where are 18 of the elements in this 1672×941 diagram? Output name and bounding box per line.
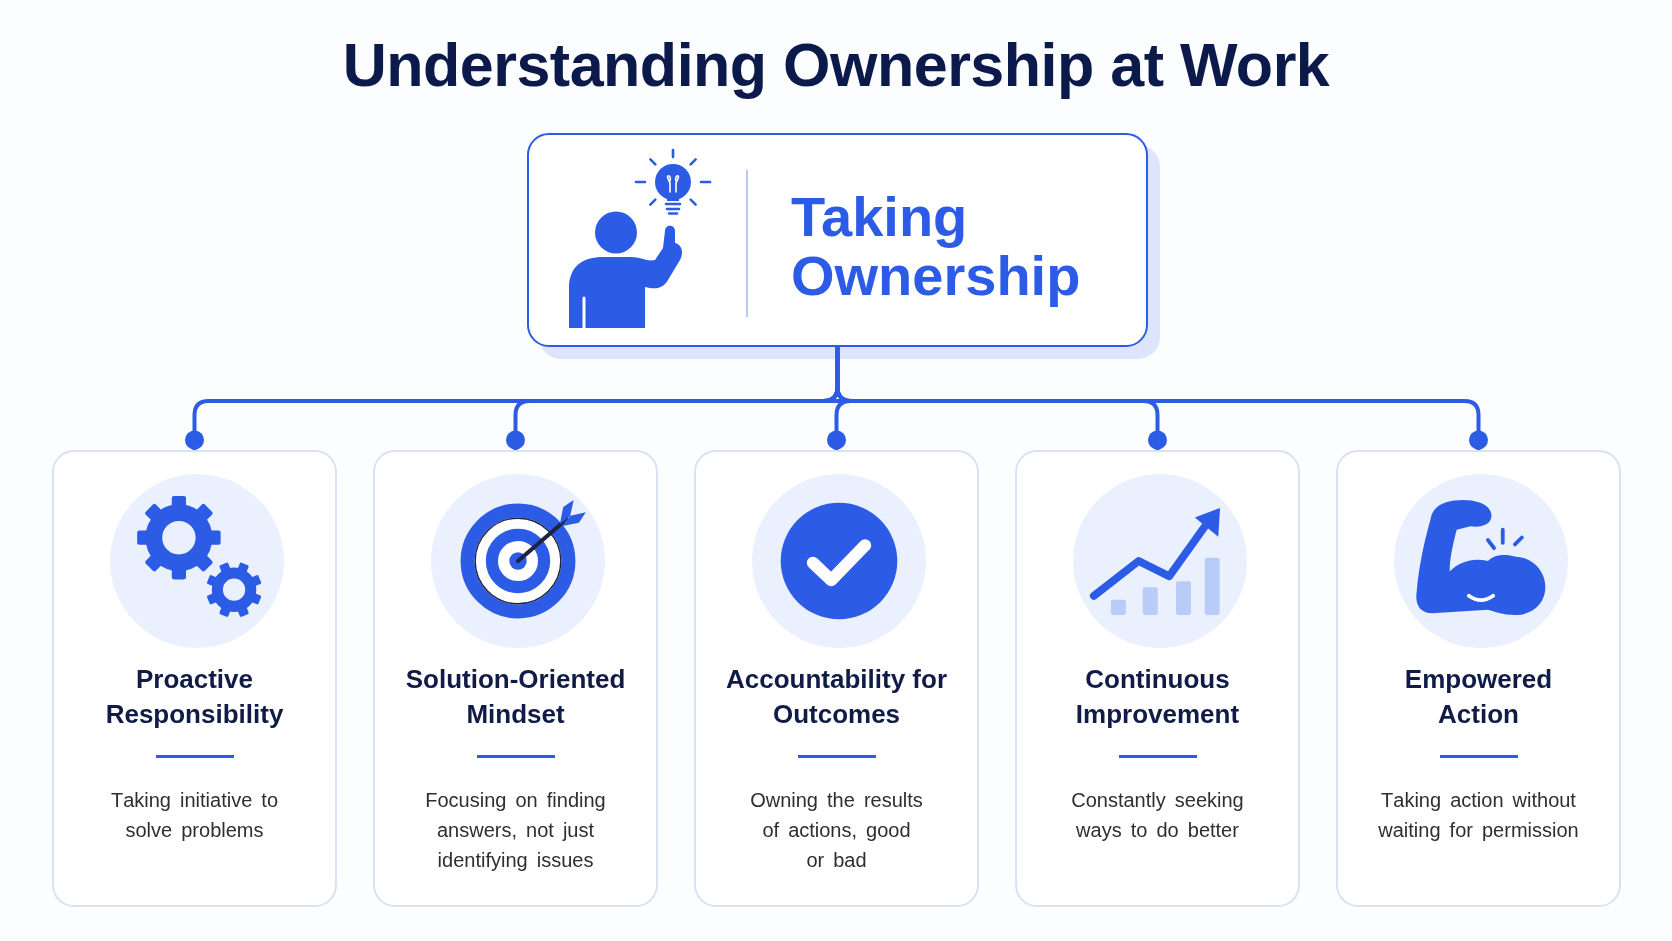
card-description: Constantly seeking ways to do better <box>1070 788 1245 843</box>
principle-card <box>1336 450 1621 907</box>
card-description: Focusing on finding answers, not just identifying issues <box>424 788 607 873</box>
card-description: Taking action without waiting for permission <box>1377 788 1580 843</box>
principle-card <box>1015 450 1300 907</box>
concept-title: Taking Ownership <box>791 187 1082 305</box>
connector <box>835 347 1488 450</box>
card-description: Owning the results of actions, good or bad <box>749 788 924 873</box>
principle-card <box>373 450 658 907</box>
card-title: Proactive Responsibility <box>104 663 285 731</box>
diagram-title: Understanding Ownership at Work <box>342 30 1330 100</box>
card-title: Solution-Oriented Mindset <box>404 663 627 731</box>
card-description: Taking initiative to solve problems <box>109 788 280 843</box>
card-title: Continuous Improvement <box>1074 663 1241 731</box>
principle-card <box>52 450 337 907</box>
principle-card <box>694 450 979 907</box>
card-title: Empowered Action <box>1403 663 1554 731</box>
card-title: Accountability for Outcomes <box>725 663 948 731</box>
